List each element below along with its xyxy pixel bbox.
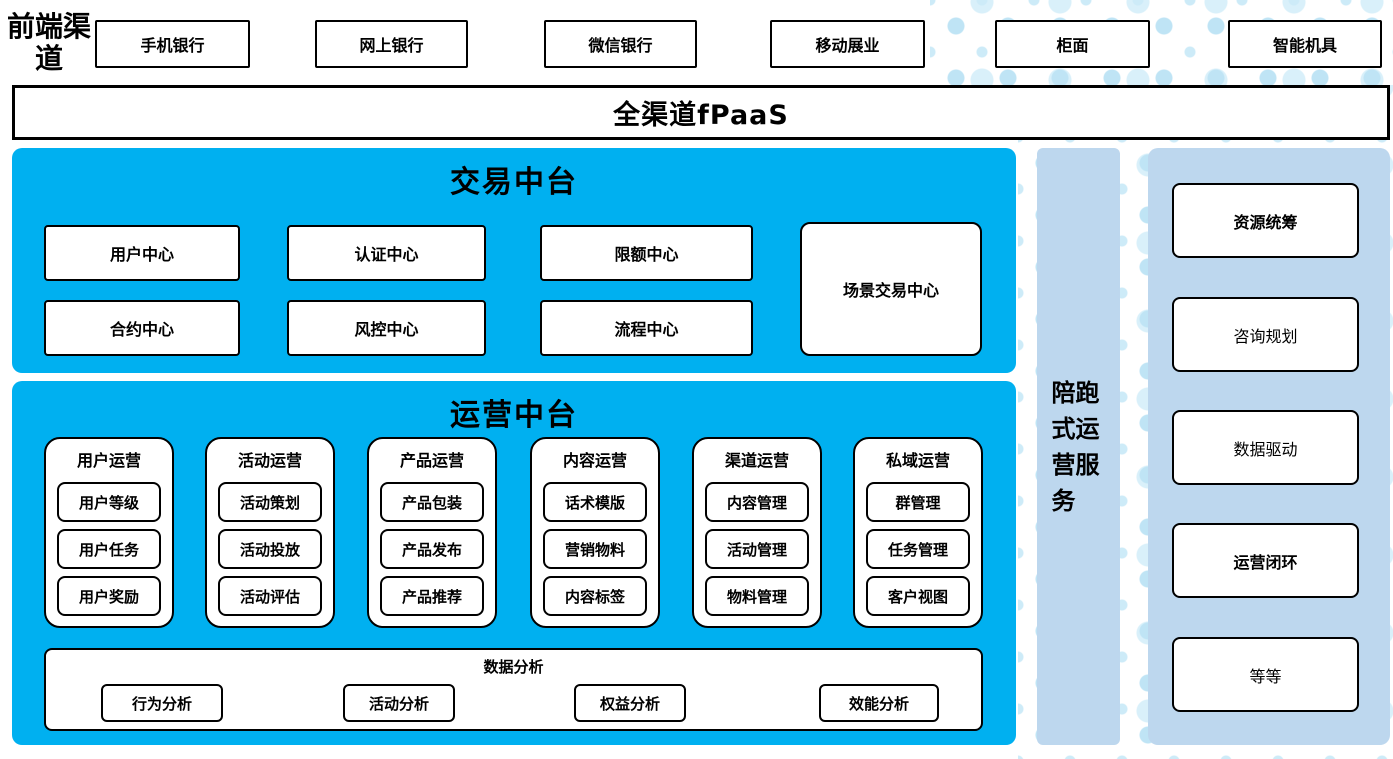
group-item: 产品发布 xyxy=(380,529,484,569)
group-product-operation: 产品运营 产品包装 产品发布 产品推荐 xyxy=(367,437,497,628)
channel-box-wechat-banking: 微信银行 xyxy=(544,20,697,68)
group-user-operation: 用户运营 用户等级 用户任务 用户奖励 xyxy=(44,437,174,628)
group-item: 活动策划 xyxy=(218,482,322,522)
channel-box-mobile-banking: 手机银行 xyxy=(95,20,250,68)
service-box-etc: 等等 xyxy=(1172,637,1359,712)
group-item: 产品包装 xyxy=(380,482,484,522)
group-item: 营销物料 xyxy=(543,529,647,569)
group-item: 产品推荐 xyxy=(380,576,484,616)
center-box-contract: 合约中心 xyxy=(44,300,240,356)
service-box-data-driven: 数据驱动 xyxy=(1172,410,1359,485)
group-item: 活动评估 xyxy=(218,576,322,616)
group-item: 用户等级 xyxy=(57,482,161,522)
group-item: 用户奖励 xyxy=(57,576,161,616)
transaction-platform-panel: 交易中台 用户中心 认证中心 限额中心 合约中心 风控中心 流程中心 场景交易中… xyxy=(12,148,1016,373)
group-item: 内容管理 xyxy=(705,482,809,522)
group-private-domain-operation: 私域运营 群管理 任务管理 客户视图 xyxy=(853,437,983,628)
group-title: 活动运营 xyxy=(237,451,302,470)
service-box-operation-loop: 运营闭环 xyxy=(1172,523,1359,598)
service-box-resource-coordination: 资源统筹 xyxy=(1172,183,1359,258)
channel-box-smart-devices: 智能机具 xyxy=(1228,20,1382,68)
front-channel-label: 前端渠道 xyxy=(6,10,91,76)
center-box-auth: 认证中心 xyxy=(287,225,486,281)
group-channel-operation: 渠道运营 内容管理 活动管理 物料管理 xyxy=(692,437,822,628)
center-box-scene-transaction: 场景交易中心 xyxy=(800,222,982,356)
group-item: 活动管理 xyxy=(705,529,809,569)
group-item: 群管理 xyxy=(866,482,970,522)
data-analysis-title: 数据分析 xyxy=(483,658,544,676)
group-item: 客户视图 xyxy=(866,576,970,616)
group-title: 用户运营 xyxy=(76,451,141,470)
group-title: 内容运营 xyxy=(562,451,627,470)
group-item: 用户任务 xyxy=(57,529,161,569)
group-title: 渠道运营 xyxy=(724,451,789,470)
operation-platform-panel: 运营中台 用户运营 用户等级 用户任务 用户奖励 活动运营 活动策划 活动投放 … xyxy=(12,381,1016,745)
data-item-activity: 活动分析 xyxy=(343,684,455,722)
transaction-platform-title: 交易中台 xyxy=(450,165,578,200)
channel-box-mobile-marketing: 移动展业 xyxy=(770,20,925,68)
channel-box-online-banking: 网上银行 xyxy=(315,20,468,68)
service-panel: 资源统筹 咨询规划 数据驱动 运营闭环 等等 xyxy=(1148,148,1390,745)
operation-platform-title: 运营中台 xyxy=(450,398,578,433)
data-item-rights: 权益分析 xyxy=(574,684,686,722)
data-analysis-box: 数据分析 行为分析 活动分析 权益分析 效能分析 xyxy=(44,648,983,731)
group-item: 任务管理 xyxy=(866,529,970,569)
center-box-risk: 风控中心 xyxy=(287,300,486,356)
accompanying-service-strip: 陪跑式运营服务 xyxy=(1037,148,1120,745)
group-item: 内容标签 xyxy=(543,576,647,616)
service-box-consulting-planning: 咨询规划 xyxy=(1172,297,1359,372)
center-box-user: 用户中心 xyxy=(44,225,240,281)
data-item-behavior: 行为分析 xyxy=(101,684,223,722)
group-title: 私域运营 xyxy=(885,451,950,470)
group-title: 产品运营 xyxy=(399,451,464,470)
group-item: 活动投放 xyxy=(218,529,322,569)
group-item: 物料管理 xyxy=(705,576,809,616)
group-content-operation: 内容运营 话术模版 营销物料 内容标签 xyxy=(530,437,660,628)
accompanying-service-label: 陪跑式运营服务 xyxy=(1051,378,1100,515)
center-box-limit: 限额中心 xyxy=(540,225,753,281)
group-activity-operation: 活动运营 活动策划 活动投放 活动评估 xyxy=(205,437,335,628)
data-item-efficiency: 效能分析 xyxy=(819,684,939,722)
group-item: 话术模版 xyxy=(543,482,647,522)
fpaas-bar: 全渠道fPaaS xyxy=(12,85,1390,140)
channel-box-counter: 柜面 xyxy=(995,20,1150,68)
center-box-process: 流程中心 xyxy=(540,300,753,356)
